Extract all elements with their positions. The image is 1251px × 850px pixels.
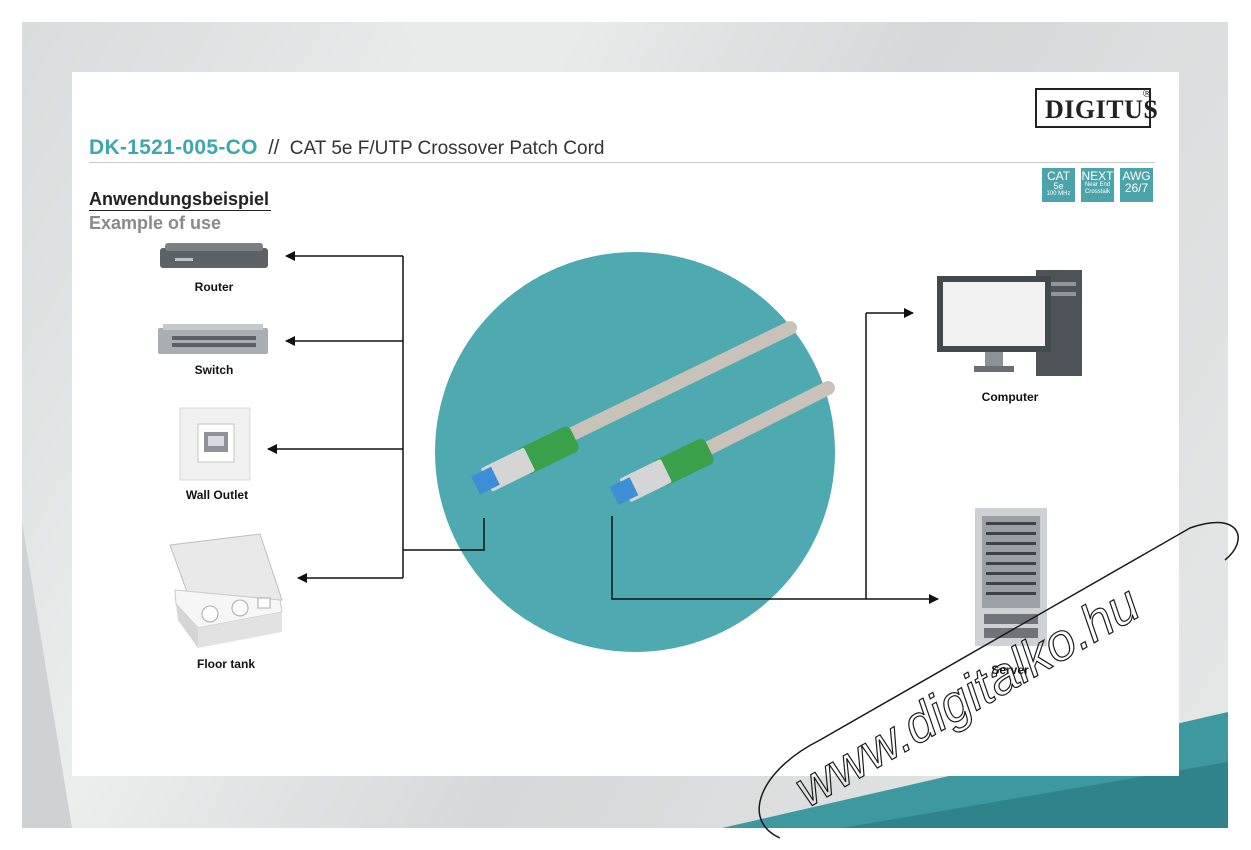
label-switch: Switch (194, 363, 234, 377)
floor-tank-icon (169, 533, 283, 648)
product-name: CAT 5e F/UTP Crossover Patch Cord (289, 138, 605, 159)
registered-mark: ® (1143, 88, 1152, 100)
switch-icon (158, 324, 268, 354)
badge-awg-value: 26/7 (1124, 181, 1149, 195)
left-connection-lines (267, 251, 485, 583)
badge-cat-value: 5e (1053, 181, 1064, 191)
heading-english: Example of use (89, 213, 222, 233)
patch-cable-left (471, 321, 797, 495)
badge-cat-frequency: 100 MHz (1046, 191, 1071, 197)
wall-outlet-icon (179, 407, 251, 481)
label-wall-outlet: Wall Outlet (185, 488, 249, 502)
title-separator: // (268, 137, 280, 159)
badge-next-line2: Crosstalk (1084, 189, 1110, 195)
label-floor-tank: Floor tank (196, 657, 255, 671)
label-computer: Computer (981, 390, 1039, 404)
teal-circle (435, 252, 835, 652)
server-icon (975, 508, 1047, 646)
heading-german: Anwendungsbeispiel (89, 189, 272, 211)
label-router: Router (194, 280, 234, 294)
badge-awg-label: AWG (1122, 169, 1151, 183)
title-row: DK-1521-005-CO // CAT 5e F/UTP Crossover… (89, 136, 1155, 163)
digitus-logo: DIGITUS (1035, 88, 1158, 130)
logo-text: DIGITUS (1035, 88, 1158, 128)
product-sku: DK-1521-005-CO (89, 136, 258, 159)
patch-cable-right (609, 381, 835, 505)
router-icon (160, 243, 268, 268)
badge-next: NEXT Near End Crosstalk (1081, 168, 1114, 202)
badge-next-line1: Near End (1084, 182, 1111, 188)
computer-icon (937, 270, 1082, 376)
label-server: Server (991, 663, 1029, 677)
badge-cat-label: CAT (1046, 169, 1071, 183)
badge-cat5e: CAT 5e 100 MHz (1042, 168, 1075, 202)
badge-awg: AWG 26/7 (1120, 168, 1153, 202)
badge-next-label: NEXT (1081, 169, 1114, 183)
